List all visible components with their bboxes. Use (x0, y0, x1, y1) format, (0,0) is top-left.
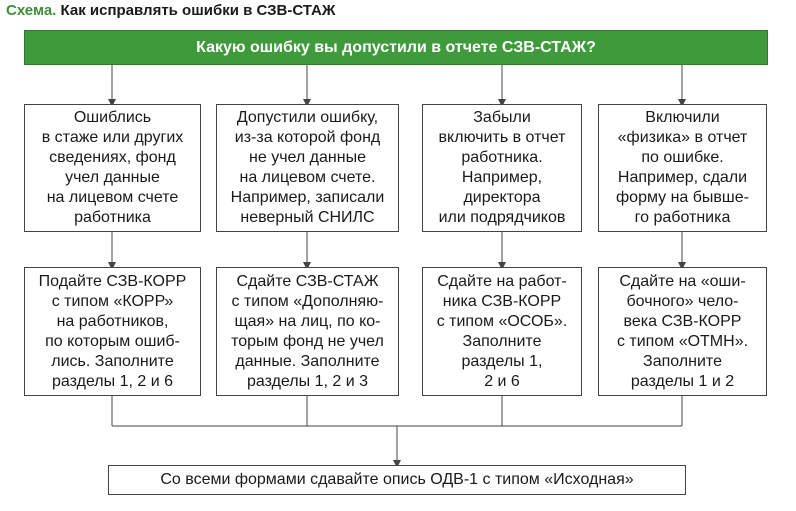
error-box-1: Ошиблись в стаже или других сведениях, ф… (24, 104, 201, 232)
error-box-4: Включили «физика» в отчет по ошибке. Нап… (598, 104, 767, 232)
error-box-3: Забыли включить в отчет работника. Напри… (422, 104, 582, 232)
figure-caption: Схема. Как исправлять ошибки в СЗВ-СТАЖ (6, 2, 335, 20)
question-header: Какую ошибку вы допустили в отчете СЗВ-С… (24, 30, 768, 65)
caption-label: Схема. (6, 2, 57, 19)
action-box-2: Сдайте СЗВ-СТАЖ с типом «Дополняю- щая» … (216, 267, 399, 396)
action-box-1: Подайте СЗВ-КОРР с типом «КОРР» на работ… (24, 267, 201, 396)
footer-box: Со всеми формами сдавайте опись ОДВ-1 с … (108, 465, 686, 495)
action-box-4: Сдайте на «оши- бочного» чело- века СЗВ-… (598, 267, 767, 396)
error-box-2: Допустили ошибку, из-за которой фонд не … (216, 104, 399, 232)
caption-title: Как исправлять ошибки в СЗВ-СТАЖ (60, 2, 336, 19)
action-box-3: Сдайте на работ- ника СЗВ-КОРР с типом «… (422, 267, 582, 396)
